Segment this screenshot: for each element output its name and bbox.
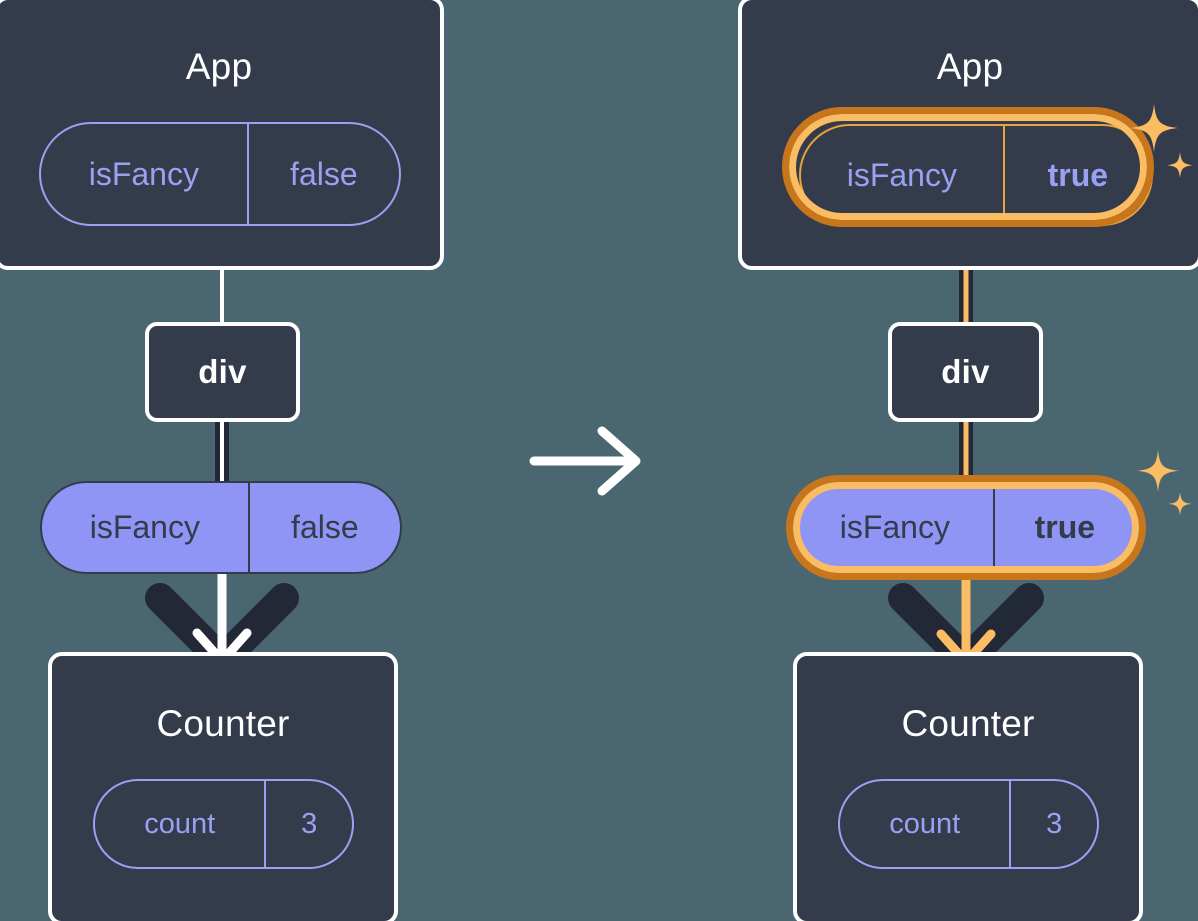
state-pill-name: isFancy	[846, 156, 957, 193]
state-pill-isfancy-after: isFancy true	[799, 124, 1153, 226]
counter-box-after: Counter count 3	[793, 652, 1143, 921]
counter-title-after: Counter	[901, 703, 1035, 744]
props-pill-isfancy-after: isFancy true	[795, 484, 1137, 571]
state-pill-count-after: count 3	[838, 779, 1099, 869]
props-pill-value: true	[992, 486, 1135, 569]
state-pill-name: count	[889, 807, 961, 840]
props-pill-name: isFancy	[89, 509, 200, 545]
state-pill-value: 3	[264, 781, 352, 867]
app-box-before: App isFancy false	[0, 0, 444, 270]
arrow-right-icon	[529, 426, 641, 496]
state-pill-value: false	[246, 124, 399, 224]
counter-box-before: Counter count 3	[48, 652, 398, 921]
state-pill-count-before: count 3	[93, 779, 354, 869]
state-pill-value: true	[1002, 126, 1151, 224]
div-box-before: div	[145, 322, 300, 422]
props-pill-isfancy-before: isFancy false	[40, 481, 402, 574]
div-label-after: div	[941, 353, 990, 390]
props-pill-value: false	[247, 483, 400, 572]
state-pill-value: 3	[1009, 781, 1097, 867]
arrow-props-to-counter-left	[145, 570, 299, 675]
div-box-after: div	[888, 322, 1043, 422]
props-pill-name: isFancy	[839, 509, 950, 545]
state-pill-isfancy-before: isFancy false	[39, 122, 401, 226]
state-pill-name: count	[144, 807, 216, 840]
counter-title-before: Counter	[156, 703, 290, 744]
app-box-after: App isFancy true	[738, 0, 1198, 270]
state-pill-name: isFancy	[88, 155, 199, 192]
app-title-after: App	[936, 46, 1004, 87]
app-title-before: App	[185, 46, 253, 87]
div-label-before: div	[198, 353, 247, 390]
